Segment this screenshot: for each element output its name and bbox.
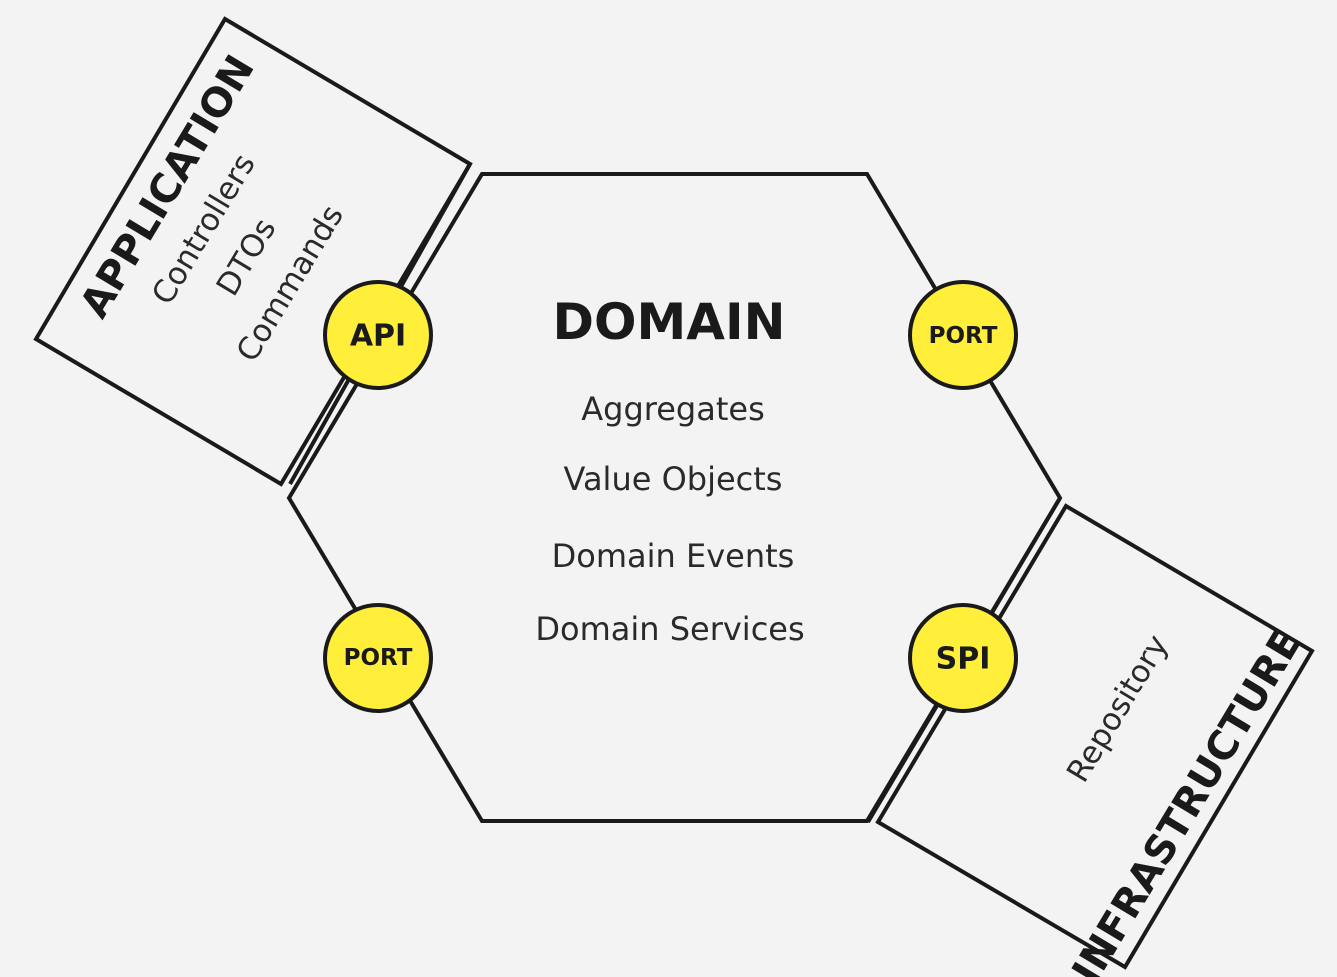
top-right-port: PORT [908, 280, 1018, 390]
api-port-circle [323, 280, 433, 390]
domain-item: Value Objects [564, 460, 783, 498]
infrastructure-box [875, 503, 1315, 970]
api-port-label: API [350, 319, 406, 354]
domain-item: Domain Events [552, 537, 795, 575]
top-right-port-label: PORT [929, 323, 998, 349]
bottom-left-port-circle [323, 603, 433, 713]
top-right-port-circle [908, 280, 1018, 390]
spi-port: SPI [908, 603, 1018, 713]
application-box [33, 16, 473, 487]
spi-port-circle [908, 603, 1018, 713]
domain-item: Domain Services [535, 610, 804, 648]
infrastructure-item: Repository [1060, 629, 1176, 789]
domain-item: Aggregates [581, 390, 764, 428]
domain-title: DOMAIN [553, 293, 786, 351]
spi-port-label: SPI [936, 642, 991, 677]
infrastructure-layer-text: Repository INFRASTRUCTURE [1060, 621, 1312, 977]
infrastructure-title: INFRASTRUCTURE [1064, 621, 1312, 977]
bottom-left-port: PORT [323, 603, 433, 713]
bottom-left-port-label: PORT [344, 645, 413, 671]
api-port: API [323, 280, 433, 390]
